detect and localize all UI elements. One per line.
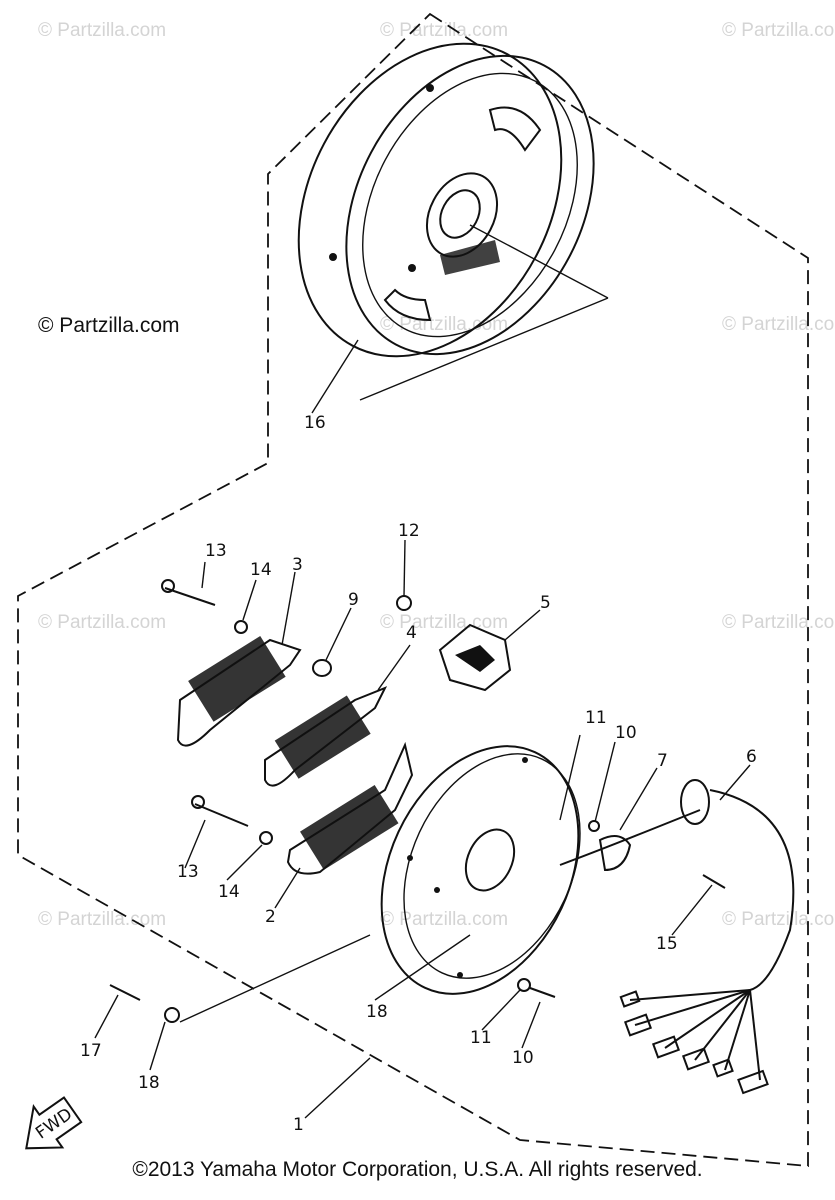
callout-3: 3 — [292, 555, 303, 575]
callout-10: 10 — [615, 723, 637, 743]
callout-17: 17 — [80, 1041, 102, 1061]
contact-breaker — [438, 623, 512, 692]
coil-3 — [176, 636, 302, 747]
watermark: © Partzilla.com — [722, 909, 835, 930]
callout-13: 13 — [177, 862, 199, 882]
callout-14: 14 — [218, 882, 240, 902]
callout-12: 12 — [398, 521, 420, 541]
watermark: © Partzilla.com — [38, 20, 166, 41]
callout-18: 18 — [138, 1073, 160, 1093]
wire-clamp — [598, 835, 632, 872]
callout-4: 4 — [406, 623, 417, 643]
forward-arrow: FWD — [25, 1096, 83, 1150]
coil-2 — [286, 741, 414, 875]
collar — [312, 659, 332, 677]
watermark: © Partzilla.com — [380, 612, 508, 633]
callout-6: 6 — [746, 747, 757, 767]
watermark: © Partzilla.com — [380, 314, 508, 335]
callout-labels: 16 13 14 3 12 9 5 4 11 10 7 6 13 14 2 15… — [80, 413, 757, 1135]
callout-15: 15 — [656, 934, 678, 954]
callout-2: 2 — [265, 907, 276, 927]
watermark: © Partzilla.com — [722, 20, 835, 41]
callout-7: 7 — [657, 751, 668, 771]
callout-16: 16 — [304, 413, 326, 433]
watermark-layer: © Partzilla.com © Partzilla.com © Partzi… — [38, 20, 835, 930]
callout-10: 10 — [512, 1048, 534, 1068]
watermark: © Partzilla.com — [722, 612, 835, 633]
callout-11: 11 — [470, 1028, 492, 1048]
watermark-dark: © Partzilla.com — [38, 314, 180, 337]
watermark: © Partzilla.com — [380, 909, 508, 930]
fwd-label: FWD — [32, 1104, 76, 1143]
assembly-outline — [17, 12, 809, 1167]
watermark: © Partzilla.com — [38, 909, 166, 930]
coil-4 — [264, 686, 388, 787]
stator-plate — [380, 745, 581, 995]
watermark: © Partzilla.com — [380, 20, 508, 41]
copyright-notice: ©2013 Yamaha Motor Corporation, U.S.A. A… — [132, 1158, 703, 1181]
watermark: © Partzilla.com — [722, 314, 835, 335]
callout-9: 9 — [348, 590, 359, 610]
leader-lines — [94, 339, 751, 1119]
callout-5: 5 — [540, 593, 551, 613]
callout-11: 11 — [585, 708, 607, 728]
callout-18: 18 — [366, 1002, 388, 1022]
watermark: © Partzilla.com — [38, 612, 166, 633]
wire-harness — [559, 779, 795, 1095]
callout-1: 1 — [293, 1115, 304, 1135]
flywheel-rotor — [297, 42, 609, 401]
callout-14: 14 — [250, 560, 272, 580]
callout-13: 13 — [205, 541, 227, 561]
